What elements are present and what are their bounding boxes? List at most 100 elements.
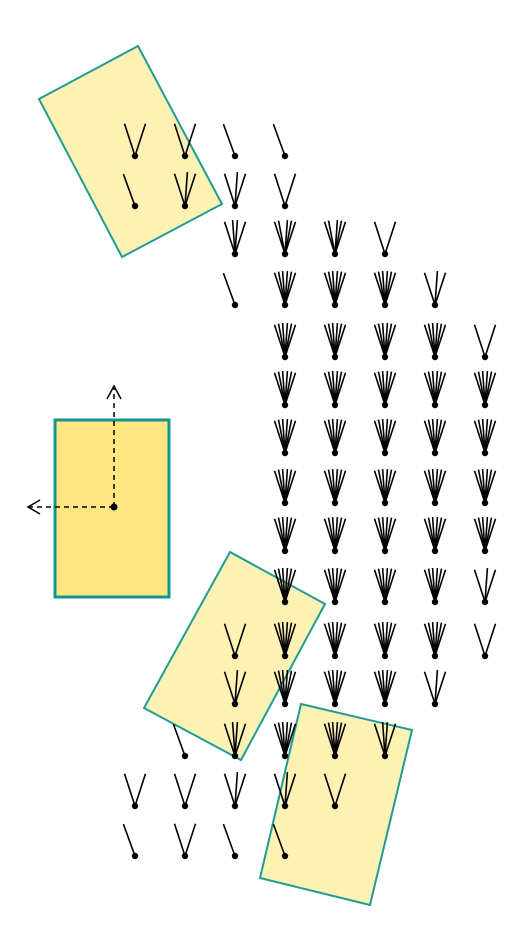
glyph — [273, 271, 297, 309]
dot-icon — [281, 752, 289, 760]
glyph-stroke — [434, 518, 447, 552]
glyph-stroke — [123, 773, 136, 807]
glyph-stroke — [223, 723, 236, 757]
glyph — [323, 670, 347, 708]
dot-icon — [481, 652, 489, 660]
glyph-stroke — [284, 221, 297, 255]
glyph — [473, 469, 497, 507]
dot-icon — [431, 449, 439, 457]
glyph — [223, 172, 247, 210]
glyph — [122, 173, 139, 210]
dot-icon — [381, 652, 389, 660]
glyph-stroke — [173, 173, 186, 207]
glyph-stroke — [234, 172, 239, 207]
glyph-stroke — [384, 723, 397, 757]
glyph-stroke — [384, 420, 397, 454]
glyph-stroke — [484, 324, 497, 358]
glyph — [373, 221, 397, 258]
glyph — [223, 670, 247, 708]
dot-icon — [281, 802, 289, 810]
glyph — [323, 419, 347, 457]
dot-icon — [181, 752, 189, 760]
glyph-stroke — [484, 518, 497, 552]
glyph — [423, 371, 447, 409]
glyph-stroke — [234, 773, 247, 807]
dot-icon — [281, 547, 289, 555]
glyph-stroke — [384, 372, 397, 406]
dot-icon — [381, 700, 389, 708]
glyph — [423, 568, 447, 606]
glyph-stroke — [234, 220, 239, 255]
dot-icon — [331, 449, 339, 457]
dot-icon — [131, 802, 139, 810]
dot-icon — [231, 202, 239, 210]
dot-icon — [431, 401, 439, 409]
glyph-stroke — [434, 420, 447, 454]
glyph-stroke — [434, 372, 447, 406]
glyph-stroke — [234, 671, 247, 705]
glyph-stroke — [184, 172, 189, 207]
glyph-stroke — [484, 470, 497, 504]
glyph-stroke — [484, 569, 497, 603]
glyph — [473, 419, 497, 457]
glyph-stroke — [473, 324, 486, 358]
glyph-stroke — [327, 220, 336, 255]
dot-icon — [331, 353, 339, 361]
dot-icon — [281, 301, 289, 309]
glyph — [473, 324, 497, 361]
glyph — [223, 722, 247, 760]
dot-icon — [381, 353, 389, 361]
glyph-stroke — [334, 221, 347, 255]
glyph-stroke — [234, 670, 239, 705]
glyph — [323, 517, 347, 555]
glyph-stroke — [484, 420, 497, 454]
glyph-stroke — [434, 670, 439, 705]
glyph — [273, 772, 297, 810]
dot-icon — [481, 401, 489, 409]
glyph-stroke — [284, 324, 297, 358]
glyph — [423, 271, 447, 309]
dot-icon — [331, 499, 339, 507]
glyph-stroke — [473, 623, 486, 657]
glyph-stroke — [273, 173, 286, 207]
glyph-stroke — [122, 173, 136, 207]
glyph-stroke — [173, 123, 186, 157]
dot-icon — [331, 401, 339, 409]
glyph — [273, 173, 297, 210]
glyph-stroke — [384, 623, 397, 657]
glyph-stroke — [272, 123, 286, 157]
glyph-stroke — [184, 173, 197, 207]
dot-icon — [331, 652, 339, 660]
arrow-left-icon — [26, 499, 41, 515]
glyph — [173, 172, 197, 210]
dot-icon — [331, 752, 339, 760]
glyph-grid — [122, 123, 497, 860]
dot-icon — [431, 652, 439, 660]
dot-icon — [431, 301, 439, 309]
dot-icon — [281, 353, 289, 361]
glyph — [323, 722, 347, 760]
glyph-stroke — [284, 518, 297, 552]
glyph — [373, 469, 397, 507]
glyph-stroke — [384, 671, 397, 705]
glyph-stroke — [384, 470, 397, 504]
glyph-stroke — [434, 271, 439, 306]
sampling-window-top — [37, 44, 224, 259]
glyph — [323, 271, 347, 309]
glyph — [122, 823, 139, 860]
glyph — [123, 773, 147, 810]
dot-icon — [481, 449, 489, 457]
glyph-stroke — [334, 773, 347, 807]
dot-icon — [281, 700, 289, 708]
glyph-stroke — [223, 773, 236, 807]
glyph-stroke — [272, 823, 286, 857]
glyph-stroke — [284, 569, 297, 603]
glyph — [273, 220, 297, 258]
glyph — [323, 220, 347, 258]
glyph-stroke — [373, 723, 386, 757]
glyph — [273, 670, 297, 708]
glyph — [273, 371, 297, 409]
glyph — [223, 772, 247, 810]
glyph-stroke — [384, 518, 397, 552]
glyph-stroke — [384, 272, 397, 306]
